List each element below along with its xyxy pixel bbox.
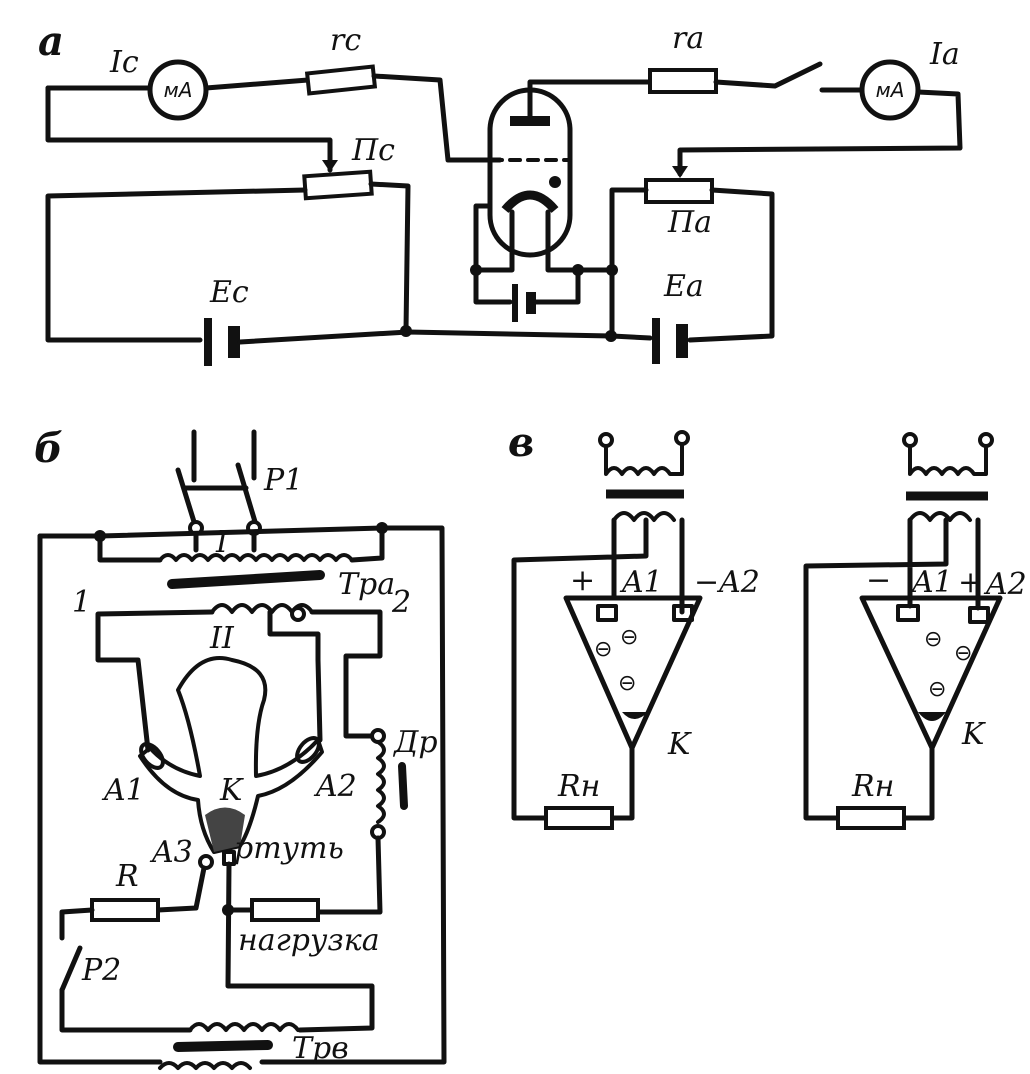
label-I: I [215,525,229,560]
grid-milliammeter-label: мА [164,78,193,102]
label-ra: ra [672,21,704,56]
transformer-core-Tra [167,570,325,589]
svg-text:⊖: ⊖ [620,625,638,650]
tube-cathode [501,190,559,214]
resistor-ra [648,68,718,94]
potentiometer-Pa [644,178,714,204]
label-part-a: а [38,18,64,65]
resistor-Rn-2 [836,806,906,830]
diagram-a-triode-circuit: а мА Ic rc Пс Ec [38,18,963,366]
label-v2-A2: A2 [983,567,1027,602]
choke-winding [376,740,386,824]
label-Ea: Ea [663,269,704,304]
anode-milliammeter-label: мА [876,78,905,102]
label-v1-plus: + [570,563,595,598]
svg-text:⊖: ⊖ [928,677,946,702]
label-v2-A1: A1 [909,565,953,600]
label-II: II [209,621,235,656]
rectifier-vessel-2 [859,595,1003,751]
diagram-b-mercury-rectifier: б P1 I Трa 1 2 II A1 A2 [34,425,447,1070]
label-part-b: б [34,425,63,472]
label-Pa: Па [667,205,712,240]
label-load: нагрузка [238,923,380,958]
label-P2: P2 [81,953,121,988]
diagram-v-rectifier-2: ⊖ ⊖ ⊖ − A1 + A2 K Rн [803,432,1027,830]
tube-anode [510,116,550,126]
label-P1: P1 [263,463,303,498]
anode-A2-2 [968,606,990,624]
label-rc: rc [330,23,361,58]
label-Trv: Трв [292,1031,349,1066]
wire-to-grid [371,73,503,163]
label-Ic: Ic [109,45,139,80]
switch-P1 [175,462,259,528]
resistor-R [90,898,160,922]
label-v1-minusA2: −A2 [694,565,760,600]
label-v1-K: K [667,727,692,762]
wire-Pc-left [45,187,308,343]
label-v2-Rn: Rн [851,769,894,804]
label-A1: A1 [101,773,145,808]
label-A2: A2 [313,769,357,804]
anode-A1-2 [896,604,920,622]
label-v1-Rn: Rн [557,769,600,804]
rectifier-vessel-1 [563,595,703,751]
label-v2-plus: + [958,565,983,600]
choke-core [398,762,408,810]
svg-text:⊖: ⊖ [924,627,942,652]
transformer-primary-winding [158,553,354,562]
svg-text:⊖: ⊖ [594,637,612,662]
svg-text:⊖: ⊖ [954,641,972,666]
label-Tra: Трa [338,567,395,602]
label-Pc: Пс [351,133,395,168]
label-1: 1 [72,585,91,620]
label-v1-A1: A1 [619,565,663,600]
mercury-rectifier-bulb [138,656,324,854]
switch-anode [713,61,823,89]
resistor-load [250,898,320,922]
switch-P2 [59,945,83,993]
label-R: R [115,859,139,894]
wire-common-bottom [237,329,653,345]
label-v2-minus: − [866,563,891,598]
label-A3: A3 [149,835,193,870]
label-2: 2 [391,585,411,620]
transformer-Trv-secondary [188,1022,300,1032]
potentiometer-Pc [302,169,374,201]
wire-outer-left [37,533,163,1065]
svg-text:⊖: ⊖ [618,671,636,696]
cathode-mercury-2 [918,712,946,721]
wire-outer-right [37,525,447,1065]
label-v2-K: K [961,717,986,752]
label-Ia: Ia [929,37,960,72]
label-Dr: Др [392,725,438,760]
mercury-pool [205,807,245,852]
label-K: K [219,773,244,808]
transformer-Trv-primary [158,1061,252,1070]
diagram-v-rectifier-1: в ⊖ ⊖ ⊖ + A1 −A2 K Rн [508,419,760,830]
label-mercury: ртуть [234,831,344,866]
transformer-core-Trv [173,1040,273,1052]
label-part-v: в [508,419,534,466]
resistor-Rn-1 [544,806,614,830]
anode-A2 [672,604,694,622]
anode-A1 [596,604,618,622]
label-Ec: Ec [209,275,249,310]
cathode-mercury-1 [622,712,648,719]
resistor-rc [304,64,378,96]
